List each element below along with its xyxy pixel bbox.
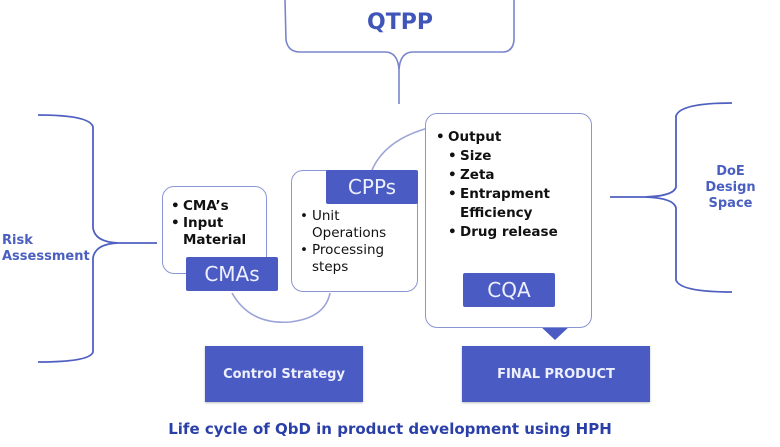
arc-cma-cpp <box>231 292 331 324</box>
cqa-list: Output Size Zeta Entrapment Efficiency D… <box>434 128 584 242</box>
risk-label-line1: Risk <box>2 233 33 248</box>
cpps-tag: CPPs <box>326 170 418 204</box>
qtpp-label: QTPP <box>367 10 433 35</box>
cpp-list: Unit Operations Processing steps <box>298 208 410 276</box>
arc-cpp-cqa <box>371 127 429 171</box>
cqa-item: Size <box>434 147 584 166</box>
qtpp-brace <box>284 0 515 104</box>
cma-item: CMA’s <box>169 198 264 215</box>
risk-label-line2: Assessment <box>2 249 90 264</box>
risk-brace <box>37 114 157 363</box>
cqa-item: Zeta <box>434 166 584 185</box>
figure-caption: Life cycle of QbD in product development… <box>168 420 612 438</box>
cma-item: Input Material <box>169 215 253 249</box>
risk-assessment-label: Risk Assessment <box>2 233 90 265</box>
control-strategy-block: Control Strategy <box>205 346 363 402</box>
final-product-block: FINAL PRODUCT <box>462 346 650 402</box>
doe-label-line1: DoE <box>716 164 745 179</box>
cqa-item: Entrapment Efficiency <box>434 185 560 223</box>
cqa-heading: Output <box>434 128 584 147</box>
cpp-item: Unit Operations <box>298 208 402 242</box>
doe-label-line2: Design Space <box>705 180 756 211</box>
doe-design-space-label: DoE Design Space <box>683 164 778 212</box>
cqa-tag: CQA <box>463 273 555 307</box>
cqa-box: Output Size Zeta Entrapment Efficiency D… <box>425 113 592 328</box>
cma-list: CMA’s Input Material <box>169 198 264 249</box>
cqa-item: Drug release <box>434 223 584 242</box>
cmas-tag: CMAs <box>186 257 278 291</box>
doe-brace <box>610 102 733 293</box>
cpp-item: Processing steps <box>298 242 402 276</box>
